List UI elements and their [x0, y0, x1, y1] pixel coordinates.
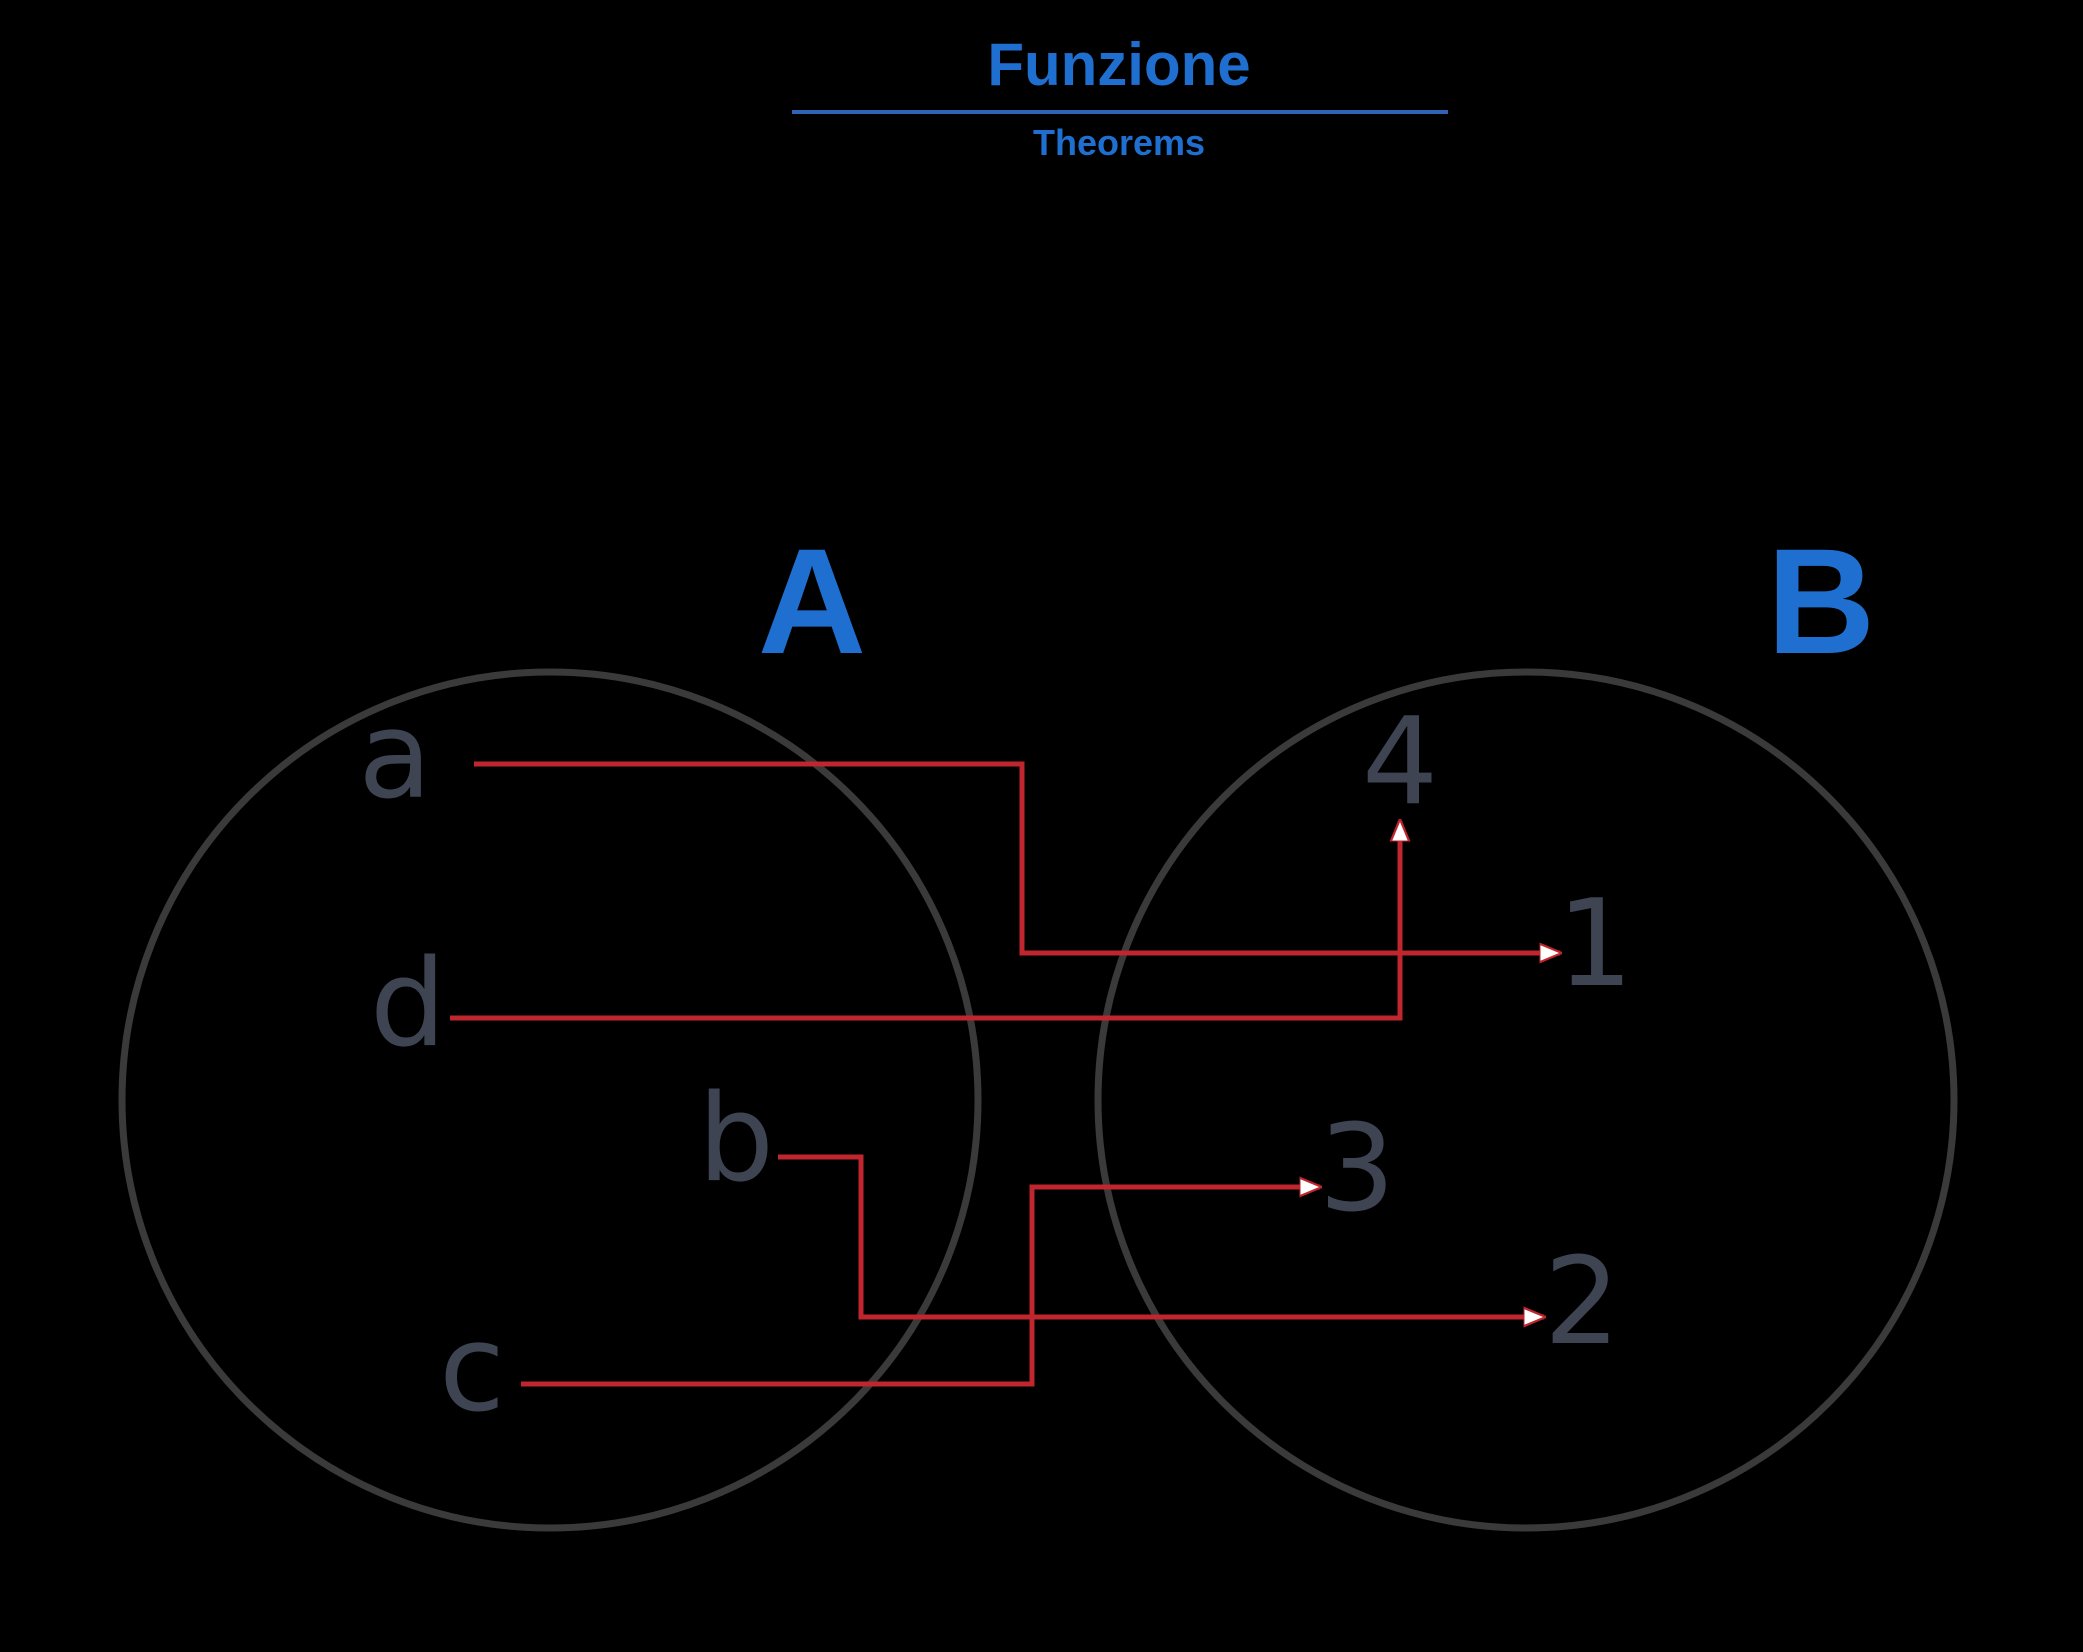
- element-a: a: [358, 687, 432, 826]
- arrow-b-to-2: [778, 1154, 1544, 1317]
- element-1: 1: [1557, 875, 1633, 1014]
- diagram-subtitle: Theorems: [1033, 122, 1205, 163]
- arrow-d-to-4: [450, 821, 1400, 1021]
- element-4: 4: [1362, 693, 1438, 832]
- set-a-label: A: [758, 517, 866, 685]
- set-a-circle: [118, 668, 982, 1532]
- diagram-title: Funzione: [987, 31, 1250, 98]
- element-b: b: [698, 1070, 774, 1209]
- arrow-c-to-3: [521, 1187, 1320, 1387]
- element-3: 3: [1319, 1100, 1395, 1239]
- set-b-label: B: [1767, 517, 1875, 685]
- element-2: 2: [1544, 1233, 1620, 1372]
- set-b-circle: [1094, 668, 1958, 1532]
- arrow-a-to-1: [474, 761, 1560, 953]
- element-d: d: [370, 935, 446, 1074]
- element-c: c: [439, 1300, 505, 1439]
